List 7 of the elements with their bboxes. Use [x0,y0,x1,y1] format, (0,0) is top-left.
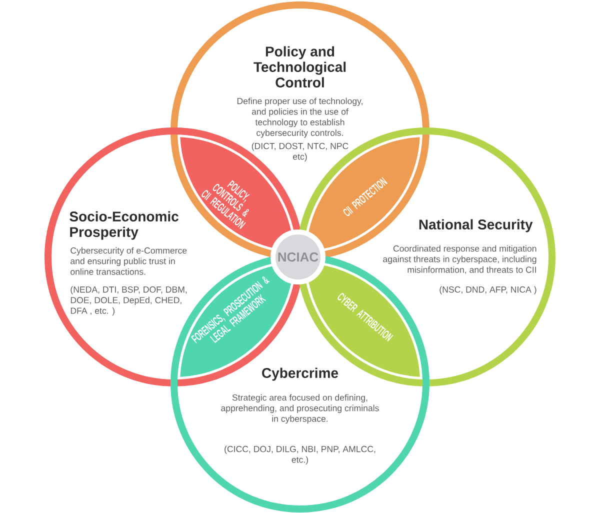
heading: National Security [419,219,533,232]
description: Strategic area focused on defining, apprehending, and prosecuting criminals in cyberspace. [221,394,379,424]
heading: Socio-Economic Prosperity [70,211,178,240]
description: Define proper use of technology, and policies in the use of technology to establish cybersecurity controls. [237,98,362,138]
heading: Policy and Technological Control [254,46,346,88]
agency-list: (CICC, DOJ, DILG, NBI, PNP, AMLCC, etc.) [224,446,376,464]
agency-list: (NSC, DND, AFP, NICA ) [440,286,536,294]
